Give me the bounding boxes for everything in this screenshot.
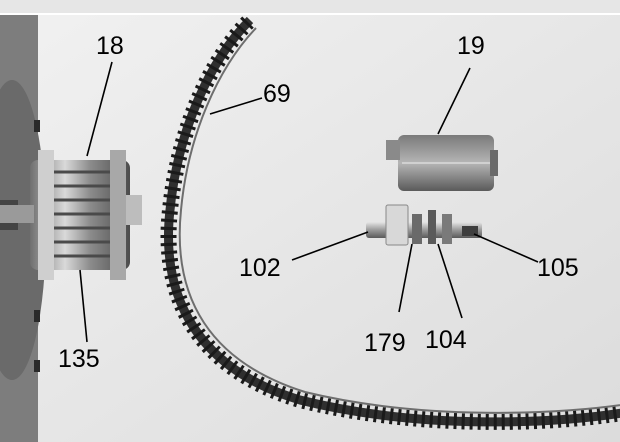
leader-lines xyxy=(79,61,539,343)
callout-105: 105 xyxy=(537,254,579,282)
callout-104: 104 xyxy=(425,326,467,354)
shaft-assembly xyxy=(366,204,482,246)
top-strip xyxy=(0,0,620,13)
pulley xyxy=(0,150,142,280)
callout-19: 19 xyxy=(457,32,485,60)
toothed-belt xyxy=(160,14,620,430)
callout-102: 102 xyxy=(239,254,281,282)
callout-69: 69 xyxy=(263,80,291,108)
callout-18: 18 xyxy=(96,32,124,60)
bearing-block xyxy=(386,135,498,191)
callout-135: 135 xyxy=(58,345,100,373)
callout-179: 179 xyxy=(364,329,406,357)
